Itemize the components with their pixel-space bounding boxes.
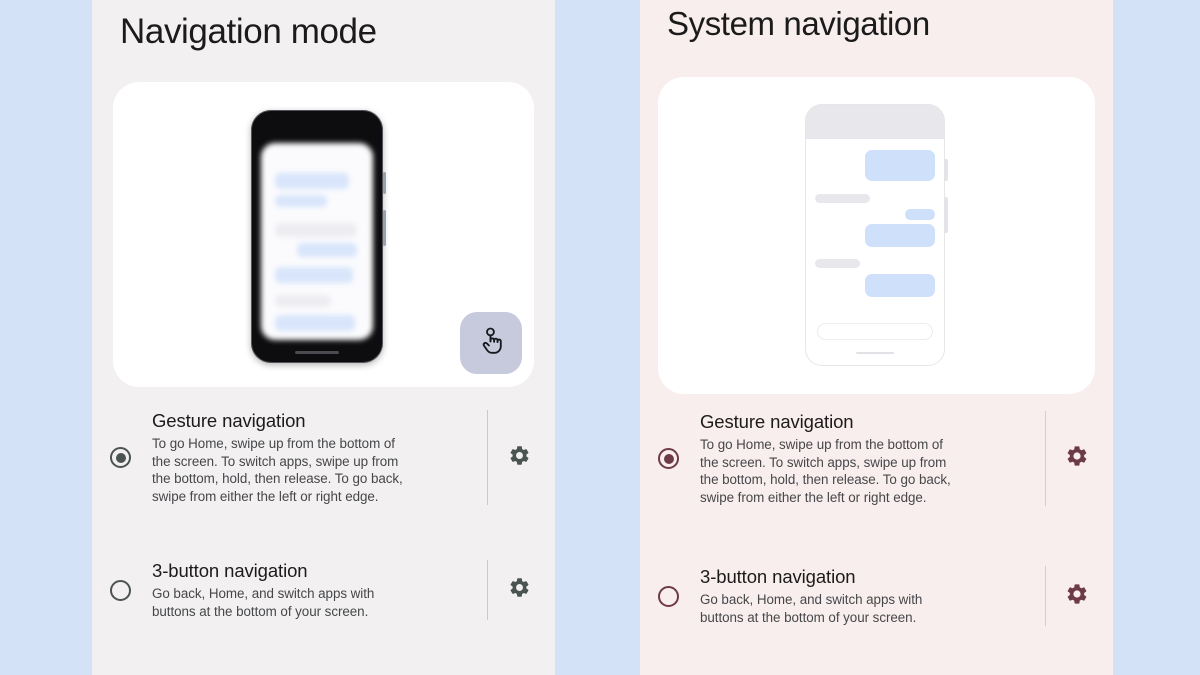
- option-row-3button-navigation[interactable]: 3-button navigation Go back, Home, and s…: [110, 560, 540, 621]
- divider: [487, 410, 488, 506]
- phone-volume-button-icon: [383, 210, 386, 246]
- phone-message-input: [817, 323, 933, 340]
- radio-3button-navigation[interactable]: [110, 579, 131, 601]
- navigation-mode-panel: Navigation mode: [92, 0, 555, 675]
- system-navigation-panel: System navigation Gesture navigation To …: [640, 0, 1113, 675]
- radio-3button-navigation[interactable]: [658, 585, 679, 607]
- option-title-gesture: Gesture navigation: [700, 411, 854, 432]
- settings-button-3button[interactable]: [1056, 575, 1098, 617]
- phone-illustration-dark: [251, 110, 386, 363]
- gear-icon: [508, 444, 531, 472]
- option-description-3button: Go back, Home, and switch apps with butt…: [700, 592, 923, 625]
- option-title-3button: 3-button navigation: [700, 566, 856, 587]
- phone-illustration-light: [805, 104, 948, 366]
- radio-gesture-navigation[interactable]: [110, 447, 131, 469]
- settings-button-gesture[interactable]: [498, 437, 540, 479]
- phone-power-button-icon: [944, 159, 948, 181]
- touch-gesture-icon: [478, 327, 504, 360]
- phone-home-indicator-icon: [295, 351, 339, 354]
- radio-gesture-navigation[interactable]: [658, 448, 679, 470]
- option-description-3button: Go back, Home, and switch apps with butt…: [152, 586, 375, 619]
- option-description-gesture: To go Home, swipe up from the bottom of …: [152, 436, 403, 504]
- touch-gesture-badge: [460, 312, 522, 374]
- option-text-gesture: Gesture navigation To go Home, swipe up …: [700, 411, 1039, 506]
- gear-icon: [508, 576, 531, 604]
- phone-power-button-icon: [383, 172, 386, 194]
- option-text-3button: 3-button navigation Go back, Home, and s…: [152, 560, 481, 620]
- option-title-3button: 3-button navigation: [152, 560, 308, 581]
- option-description-gesture: To go Home, swipe up from the bottom of …: [700, 437, 951, 505]
- option-text-3button: 3-button navigation Go back, Home, and s…: [700, 566, 1039, 626]
- phone-status-bar: [806, 105, 944, 139]
- gear-icon: [1065, 582, 1089, 611]
- illustration-card-right: [658, 77, 1095, 394]
- option-row-gesture-navigation[interactable]: Gesture navigation To go Home, swipe up …: [658, 411, 1098, 507]
- settings-button-gesture[interactable]: [1056, 438, 1098, 480]
- gear-icon: [1065, 444, 1089, 473]
- divider: [1045, 411, 1046, 507]
- page-title: Navigation mode: [120, 12, 377, 51]
- page-title: System navigation: [667, 5, 930, 42]
- phone-chat-screen: [806, 139, 944, 365]
- phone-home-indicator-icon: [856, 351, 894, 354]
- divider: [1045, 566, 1046, 627]
- divider: [487, 560, 488, 621]
- illustration-card-left: [113, 82, 534, 387]
- phone-screen-blurred: [261, 143, 373, 340]
- option-title-gesture: Gesture navigation: [152, 410, 306, 431]
- settings-button-3button[interactable]: [498, 569, 540, 611]
- phone-volume-button-icon: [944, 197, 948, 233]
- option-text-gesture: Gesture navigation To go Home, swipe up …: [152, 410, 481, 505]
- option-row-gesture-navigation[interactable]: Gesture navigation To go Home, swipe up …: [110, 410, 540, 506]
- option-row-3button-navigation[interactable]: 3-button navigation Go back, Home, and s…: [658, 566, 1098, 627]
